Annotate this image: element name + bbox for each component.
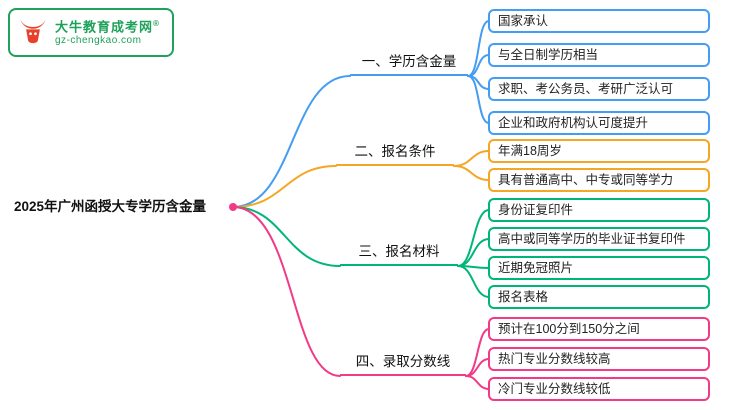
connector [232,206,341,377]
connector [453,150,490,167]
connector [232,165,337,208]
branch-node: 三、报名材料 [340,242,458,266]
leaf-node: 与全日制学历相当 [488,43,710,67]
leaf-node: 国家承认 [488,9,710,33]
leaf-node: 冷门专业分数线较低 [488,377,710,401]
leaf-node: 年满18周岁 [488,139,710,163]
connector [453,165,490,181]
root-node: 2025年广州函授大专学历含金量 [14,199,207,214]
connector [232,206,341,267]
leaf-node: 高中或同等学历的毕业证书复印件 [488,227,710,251]
connector [457,238,490,267]
connector [457,209,490,267]
branch-node: 四、录取分数线 [340,352,466,376]
connector [465,375,490,390]
registered-mark: ® [153,18,160,28]
connector [232,75,351,208]
leaf-node: 具有普通高中、中专或同等学力 [488,168,710,192]
branch-node: 一、学历含金量 [350,52,468,76]
leaf-node: 热门专业分数线较高 [488,347,710,371]
leaf-node: 预计在100分到150分之间 [488,317,710,341]
leaf-node: 身份证复印件 [488,198,710,222]
root-node-dot [229,203,237,211]
connector [467,54,490,77]
site-logo-text: 大牛教育成考网® gz-chengkao.com [55,19,160,47]
leaf-node: 求职、考公务员、考研广泛认可 [488,77,710,101]
connector [457,265,490,298]
branch-node: 二、报名条件 [336,142,454,166]
leaf-node: 报名表格 [488,285,710,309]
leaf-node: 近期免冠照片 [488,256,710,280]
site-logo: 大牛教育成考网® gz-chengkao.com [8,8,174,57]
site-name: 大牛教育成考网® [55,18,160,34]
connector [467,75,490,124]
bull-logo-icon [18,15,48,50]
leaf-node: 企业和政府机构认可度提升 [488,111,710,135]
site-url: gz-chengkao.com [55,34,142,46]
